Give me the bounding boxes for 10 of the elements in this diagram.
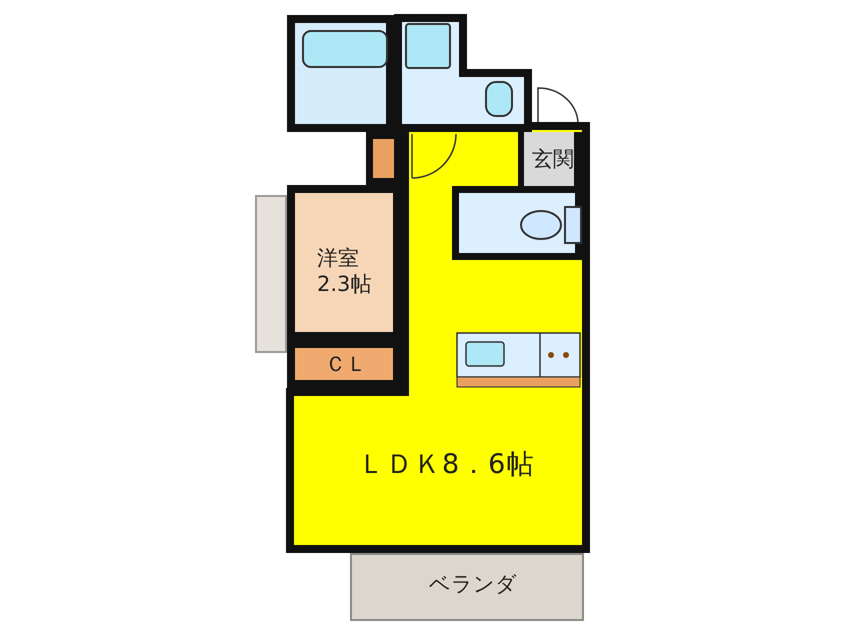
room-label: 玄関 [532,146,574,172]
bathroom [287,15,394,132]
living-room [286,122,591,553]
room-label: ＬＤＫ8．6帖 [358,452,534,478]
room-label: ＣＬ [325,351,367,377]
room-label: ベランダ [429,571,517,597]
washroom [394,14,532,132]
side-balcony [255,195,287,353]
room-label: 洋室 2.3帖 [317,245,372,297]
balcony [350,553,584,621]
